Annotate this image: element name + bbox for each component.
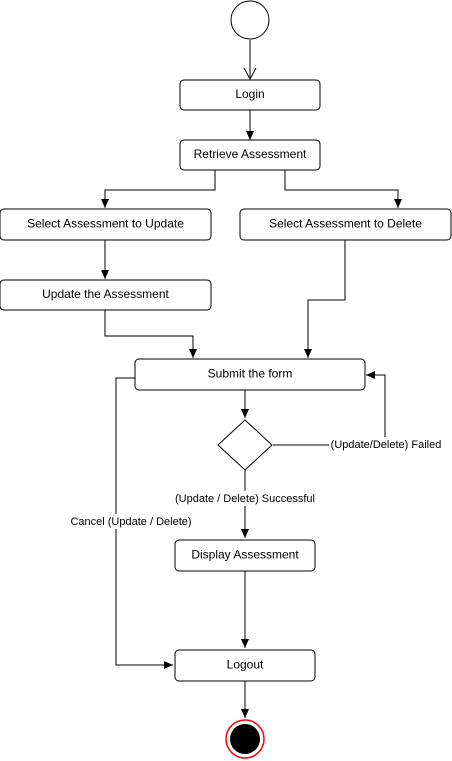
decision-node [217,419,273,471]
update-assessment-node: Update the Assessment [0,279,212,311]
edge-select-delete-submit [304,240,346,358]
display-assessment-label: Display Assessment [191,548,299,562]
retrieve-assessment-node: Retrieve Assessment [179,139,321,171]
logout-node: Logout [174,649,316,682]
update-assessment-label: Update the Assessment [42,287,169,301]
edge-retrieve-select-update [101,170,216,208]
login-node: Login [179,79,321,111]
edges [101,40,402,718]
select-update-node: Select Assessment to Update [0,208,212,241]
submit-form-node: Submit the form [134,358,366,391]
successful-edge-label: (Update / Delete) Successful [175,493,315,505]
submit-form-label: Submit the form [208,367,293,381]
edge-retrieve-select-delete [284,170,402,208]
display-assessment-node: Display Assessment [174,539,316,572]
end-node [225,719,265,759]
failed-edge-label: (Update/Delete) Failed [331,439,442,451]
edge-update-submit [104,310,197,358]
cancel-edge-label: Cancel (Update / Delete) [70,516,191,528]
select-update-label: Select Assessment to Update [27,217,184,231]
start-node [230,0,270,40]
retrieve-assessment-label: Retrieve Assessment [194,147,307,161]
select-delete-node: Select Assessment to Delete [239,208,452,241]
logout-label: Logout [227,658,264,672]
select-delete-label: Select Assessment to Delete [269,217,422,231]
login-label: Login [235,87,264,101]
end-node-fill [230,724,260,754]
